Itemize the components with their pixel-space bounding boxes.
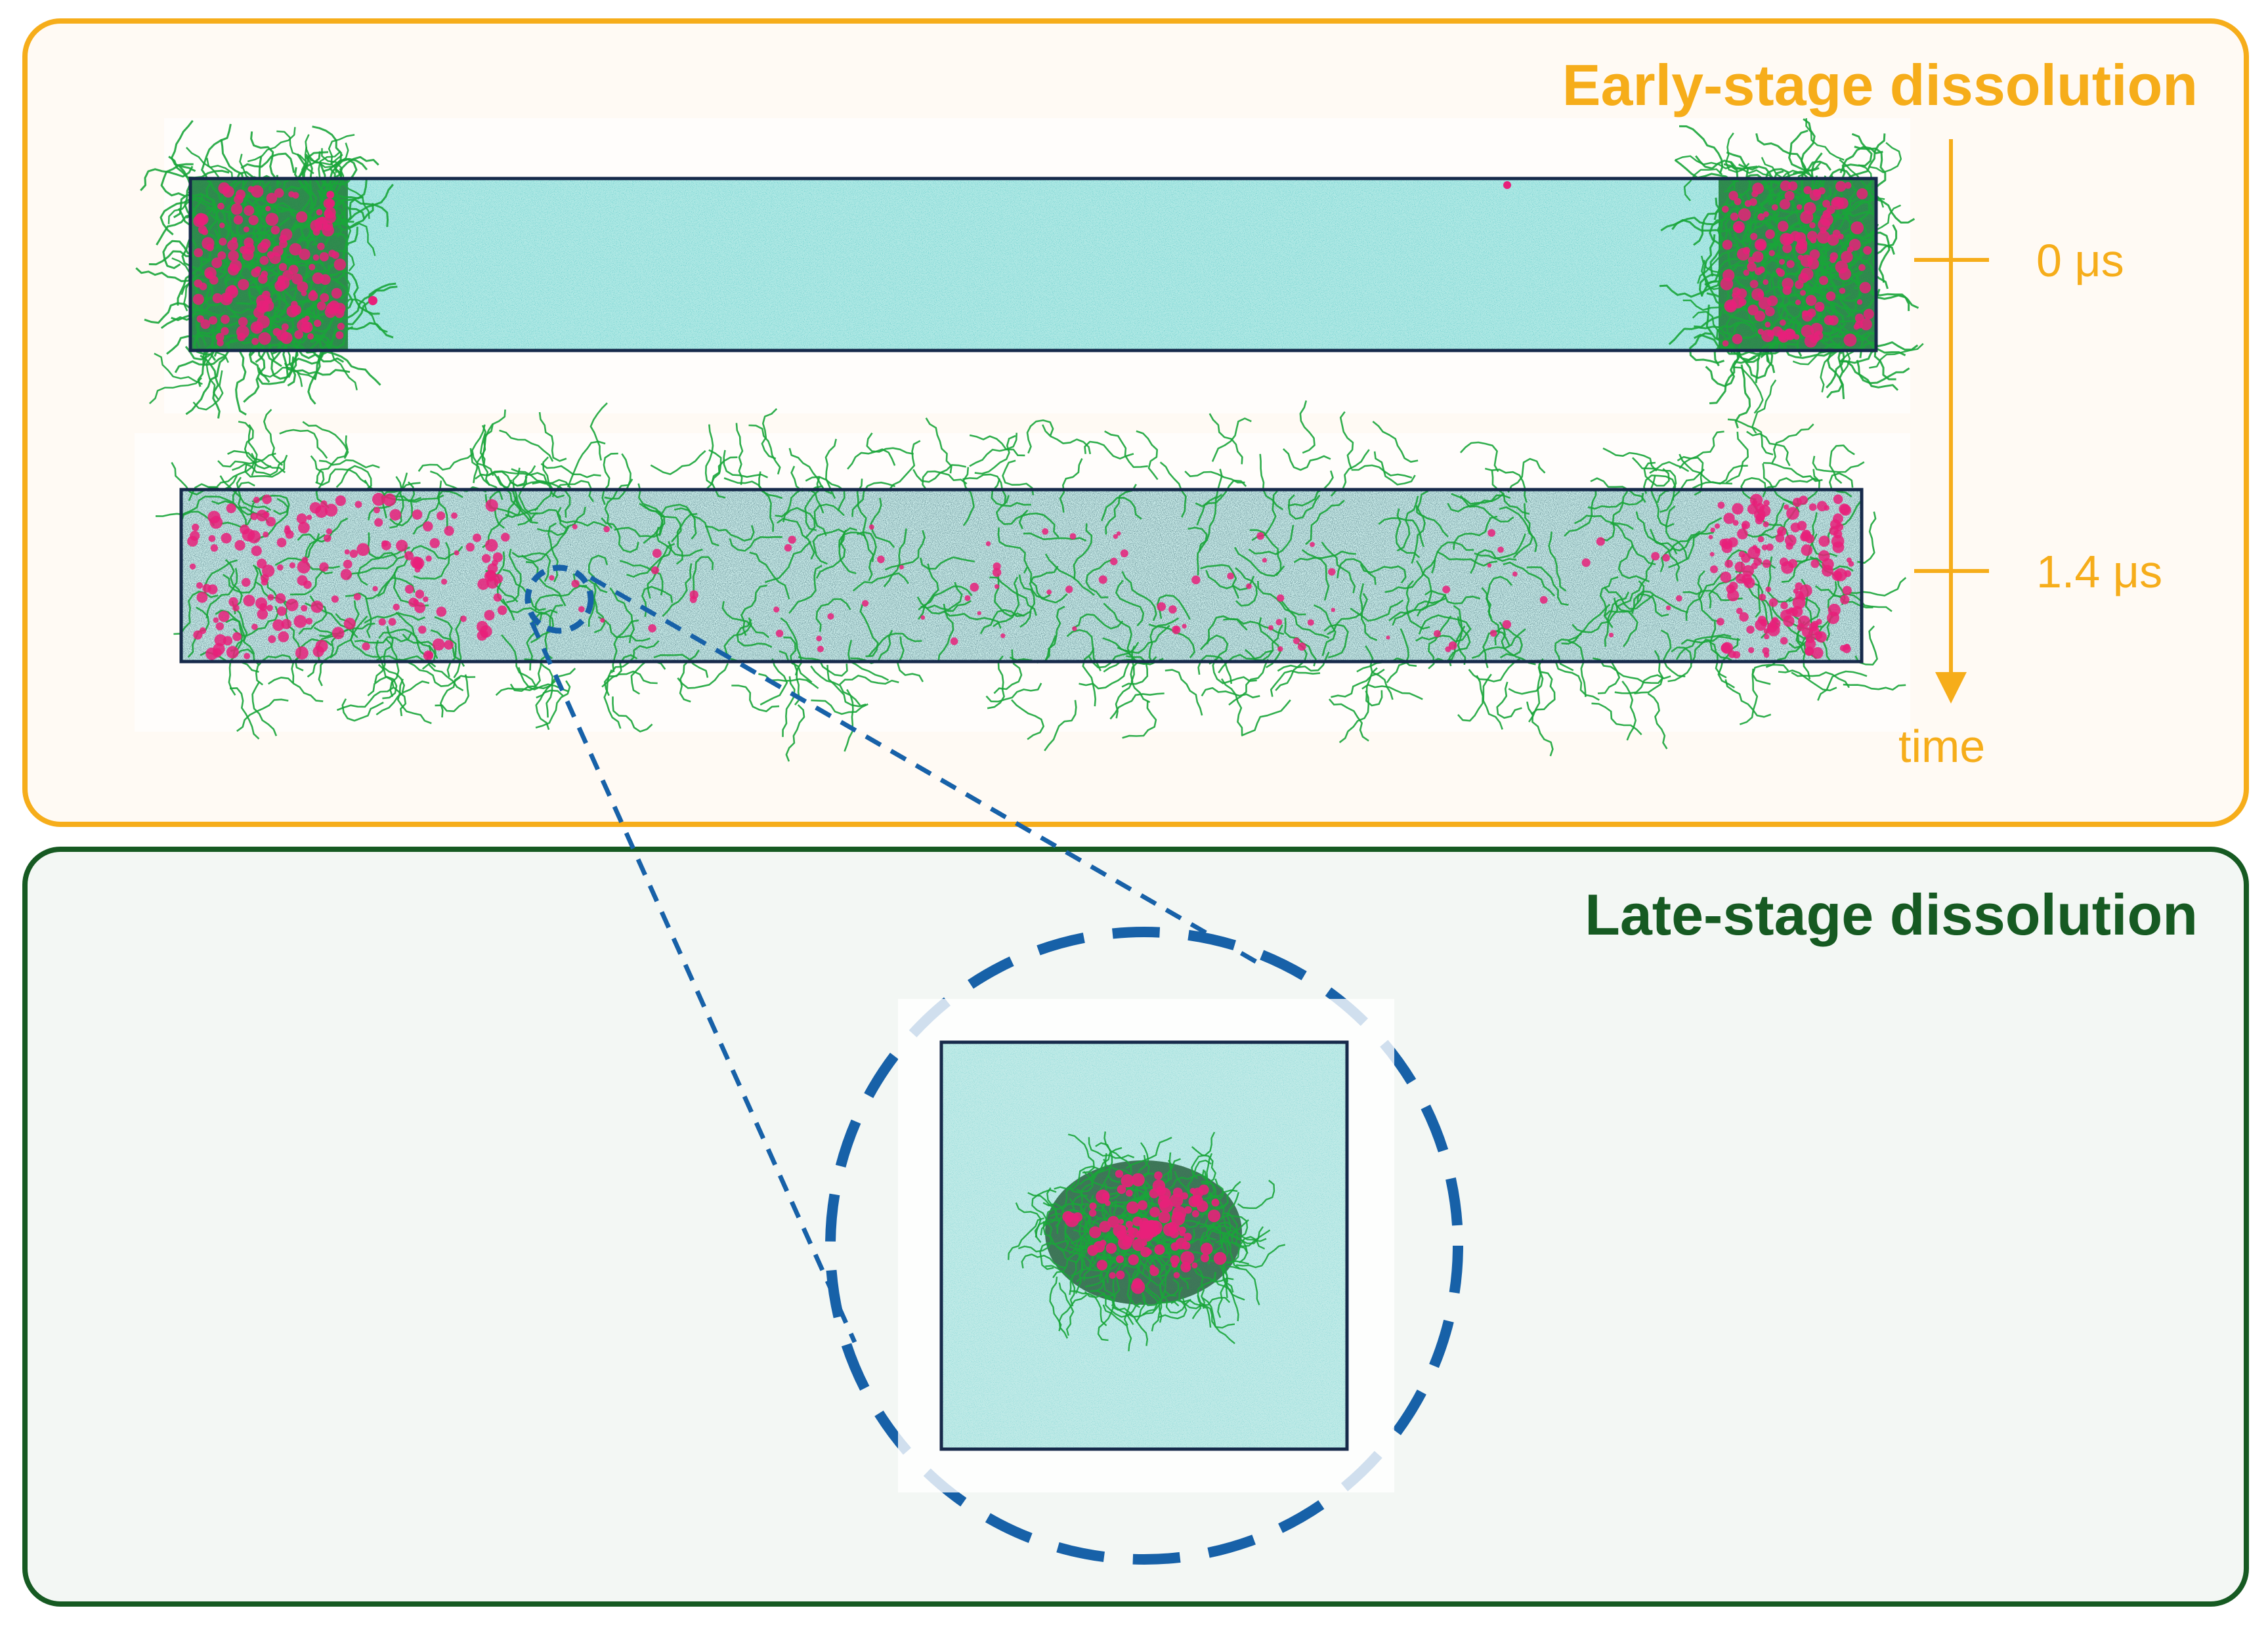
snapshot-1-4us [135,400,1910,762]
zoom-guide-right [589,575,1265,969]
time-axis-label: time [1898,721,1986,772]
zoom-target-circle [825,927,1463,1565]
tick-label-0us: 0 μs [2036,235,2124,286]
simulation-box-1-4us [179,488,1864,664]
tick-label-1-4us: 1.4 μs [2036,546,2163,597]
zoom-simulation-box [939,1040,1349,1451]
polymer-slabs-0us [135,118,1924,434]
snapshot-0us [135,118,1924,434]
zoom-indicator [524,564,1463,1565]
timeline [1914,139,1989,704]
early-stage-title: Early-stage dissolution [1562,53,2198,117]
late-stage-title: Late-stage dissolution [1585,882,2198,947]
zoom-guide-left [529,621,857,1343]
polymer-aggregate [1008,1131,1286,1351]
dispersed-polymer-1-4us [155,400,1907,762]
late-stage-snapshot [898,999,1394,1492]
zoom-source-circle [524,564,594,634]
simulation-box-0us [188,177,1878,352]
